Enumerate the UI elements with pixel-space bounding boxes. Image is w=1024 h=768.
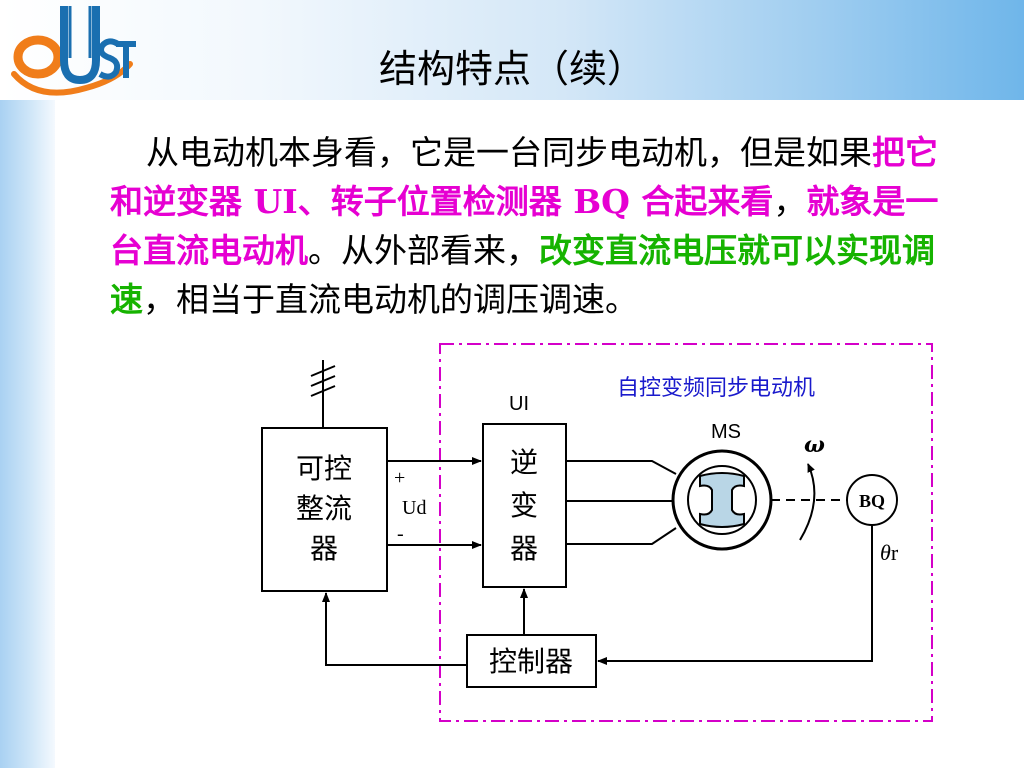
inverter-box (482, 423, 567, 588)
inverter-label-line1: 逆 (510, 446, 538, 479)
group-label: 自控变频同步电动机 (617, 376, 815, 401)
omega-label: ω (804, 432, 825, 458)
plus-sign: + (394, 467, 405, 489)
slide-title: 结构特点（续） (378, 47, 645, 91)
qust-logo (11, 6, 136, 96)
header-band (0, 0, 1024, 100)
phase-line-a (566, 460, 677, 475)
text-segment: ，相当于直流电动机的调压调速。 (143, 280, 638, 319)
dashed-group-border (439, 343, 933, 722)
theta-label: θr (880, 540, 899, 565)
rectifier-label-line1: 可控 (296, 452, 352, 485)
text-segment: 。从外部看来， (308, 231, 539, 270)
highlight-segment: 把它和逆变器 UI、转子位置检测器 BQ 合起来看 (110, 133, 938, 221)
ud-label: Ud (402, 497, 426, 519)
highlight-segment: 就象是一台直流电动机 (110, 182, 939, 270)
rectifier-label-line3: 器 (310, 532, 338, 565)
body-paragraph: 从电动机本身看，它是一台同步电动机，但是如果把它和逆变器 UI、转子位置检测器 … (110, 128, 970, 324)
inverter-label-line2: 变 (510, 489, 538, 522)
theta-subscript: r (891, 540, 899, 565)
minus-sign: - (397, 523, 404, 545)
controller-box (466, 634, 597, 688)
inverter-tag: UI (509, 393, 529, 415)
phase-line-c (566, 527, 677, 545)
phase-mark (310, 375, 336, 387)
controller-label: 控制器 (489, 645, 573, 678)
text-segment: 从电动机本身看，它是一台同步电动机，但是如果 (146, 133, 872, 172)
inverter-label-line3: 器 (510, 532, 538, 565)
motor-rotor (699, 472, 745, 528)
rectifier-label-line2: 整流 (296, 492, 352, 525)
theta-symbol: θ (880, 540, 891, 565)
bq-label: BQ (859, 491, 885, 511)
phase-mark (310, 385, 336, 397)
rotation-arrow (799, 463, 816, 541)
left-decor-band (0, 100, 55, 768)
position-feedback-line (597, 525, 873, 665)
rectifier-control-arrow (322, 592, 467, 666)
rectifier-box (261, 427, 388, 592)
highlight-segment: 改变直流电压就可以实现调速 (110, 231, 935, 319)
motor-tag: MS (711, 421, 741, 443)
phase-mark (310, 365, 336, 377)
text-segment: ， (773, 182, 807, 221)
